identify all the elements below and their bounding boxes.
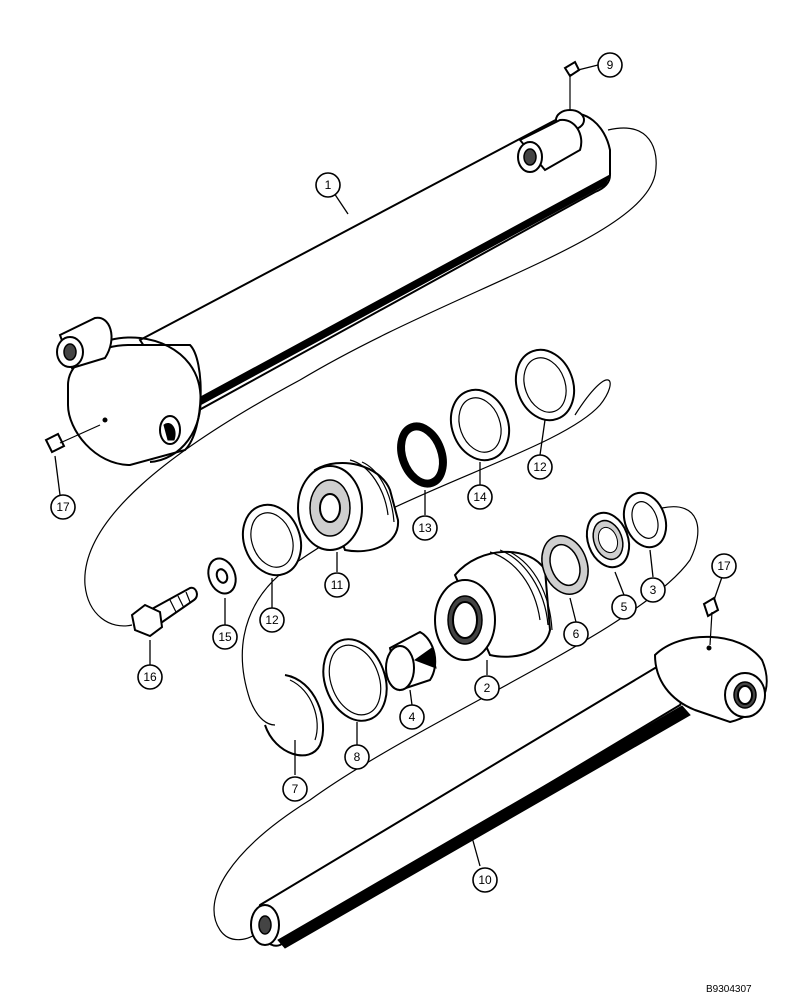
callout-13-label: 13 — [418, 521, 432, 535]
grease-fitting-rod — [702, 596, 720, 646]
callout-7-label: 7 — [292, 782, 299, 796]
callout-17-right: 17 — [711, 553, 737, 579]
callout-4: 4 — [399, 704, 425, 730]
callout-16-label: 16 — [143, 670, 157, 684]
callout-1-label: 1 — [325, 178, 332, 192]
callout-12-lower: 12 — [259, 607, 285, 633]
callout-6: 6 — [563, 621, 589, 647]
callout-9-label: 9 — [607, 58, 614, 72]
callout-1: 1 — [315, 172, 341, 198]
wiper-ring — [622, 491, 668, 549]
piston — [297, 459, 400, 553]
backup-ring — [449, 388, 511, 462]
callout-16: 16 — [137, 664, 163, 690]
callout-8: 8 — [344, 744, 370, 770]
callout-12-upper-label: 12 — [533, 460, 547, 474]
figure-code: B9304307 — [706, 984, 752, 995]
bushing — [385, 630, 437, 692]
rod-seal-ring — [541, 535, 589, 595]
cylinder-barrel — [56, 109, 612, 467]
callout-14-label: 14 — [473, 490, 487, 504]
grease-screw-top — [563, 60, 581, 110]
callout-5-label: 5 — [621, 600, 628, 614]
rod-wiper — [585, 511, 631, 569]
callout-17-left: 17 — [50, 494, 76, 520]
callout-10-label: 10 — [478, 873, 492, 887]
callout-13: 13 — [412, 515, 438, 541]
piston-bolt — [130, 586, 198, 638]
o-ring-large — [322, 638, 388, 722]
callout-11: 11 — [324, 572, 350, 598]
callout-6-label: 6 — [573, 627, 580, 641]
callout-4-label: 4 — [409, 710, 416, 724]
assembly-leader-curve-top — [84, 127, 657, 627]
callout-11-label: 11 — [331, 578, 344, 592]
wear-ring-upper — [514, 348, 576, 422]
callout-17-right-label: 17 — [717, 559, 731, 573]
assembly-leader-curve-bottom — [213, 506, 699, 941]
callout-12-upper: 12 — [527, 454, 553, 480]
callout-8-label: 8 — [354, 750, 361, 764]
callout-10: 10 — [472, 867, 498, 893]
callout-3-label: 3 — [650, 583, 657, 597]
callout-2-label: 2 — [484, 681, 491, 695]
washer — [207, 557, 237, 595]
callout-7: 7 — [282, 776, 308, 802]
callout-3: 3 — [640, 577, 666, 603]
snap-ring — [264, 674, 325, 757]
callout-17-left-label: 17 — [56, 500, 70, 514]
callout-14: 14 — [467, 484, 493, 510]
callout-9: 9 — [597, 52, 623, 78]
wear-ring-lower — [241, 503, 303, 577]
callout-5: 5 — [611, 594, 637, 620]
callout-12-lower-label: 12 — [265, 613, 279, 627]
piston-rod — [250, 635, 768, 949]
piston-seal — [397, 422, 447, 488]
grease-fitting-left — [44, 424, 101, 454]
callout-leaders — [54, 64, 723, 867]
callout-2: 2 — [474, 675, 500, 701]
cylinder-head — [434, 549, 553, 661]
callout-15-label: 15 — [218, 630, 232, 644]
callout-15: 15 — [212, 624, 238, 650]
